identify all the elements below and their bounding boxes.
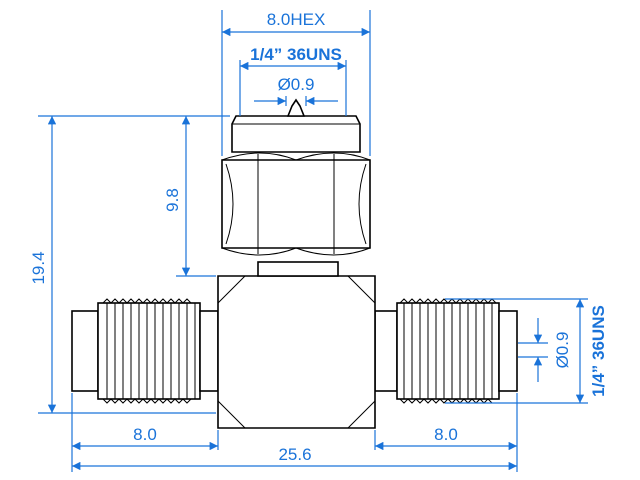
left-threaded-arm: [71, 298, 219, 404]
hex-nut: [221, 152, 371, 256]
total-height-label: 19.4: [29, 251, 48, 284]
right-length-label: 8.0: [434, 425, 458, 444]
left-length-label: 8.0: [133, 425, 157, 444]
hex-size-label: 8.0HEX: [267, 10, 326, 29]
right-pin-diameter-label: Ø0.9: [553, 332, 572, 369]
center-pin: [286, 98, 306, 117]
right-threaded-arm: [374, 298, 518, 404]
top-height-label: 9.8: [163, 188, 182, 212]
connector-outline: [71, 98, 518, 429]
dimension-lines: [38, 10, 588, 472]
center-body: [217, 275, 376, 429]
right-thread-label: 1/4” 36UNS: [589, 305, 608, 397]
total-length-label: 25.6: [278, 445, 311, 464]
top-pin-diameter-label: Ø0.9: [278, 75, 315, 94]
top-cap: [231, 115, 361, 153]
top-thread-label: 1/4” 36UNS: [250, 45, 342, 64]
hex-neck: [257, 261, 339, 277]
